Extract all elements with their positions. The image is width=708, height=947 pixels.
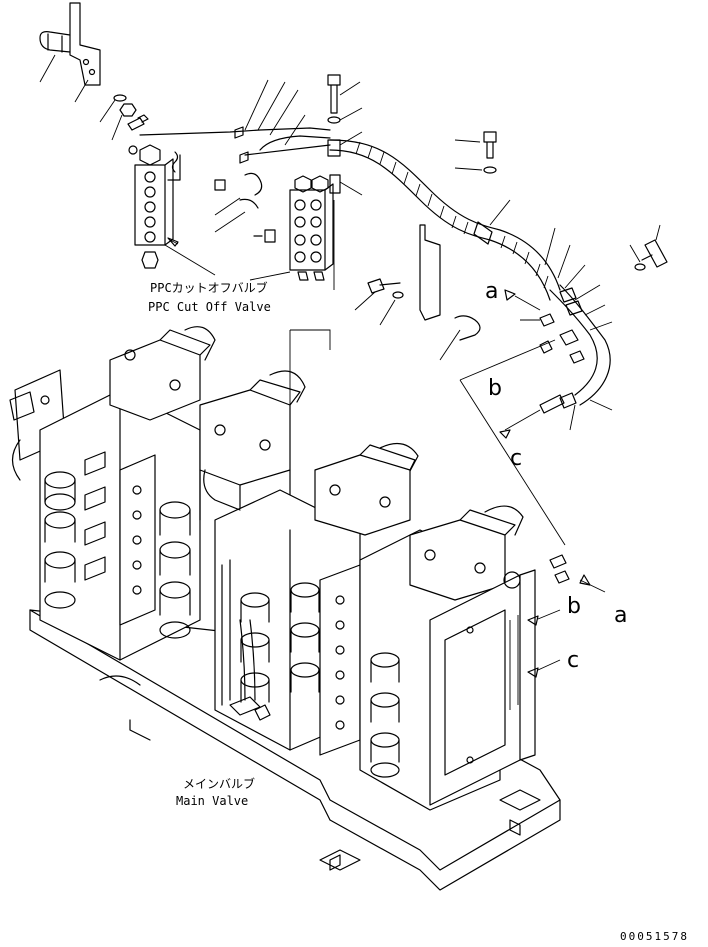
document-number: 00051578 [620,930,689,943]
hose-bundle [139,79,613,406]
ppc-cutoff-valve-left [128,144,181,269]
far-right-bolt [629,224,668,271]
main-valve-assembly [9,326,561,891]
callout-leaders-upper [459,289,566,546]
lower-callout-leaders [509,554,606,710]
ppc-to-main-leader [289,329,331,410]
right-fittings [520,313,613,431]
callout-c-upper: c [510,446,522,471]
upper-right-bolt [454,131,497,174]
callout-b-lower: b [567,594,581,619]
center-bolt-stack [327,74,363,290]
main-valve-label-en: Main Valve [176,794,248,808]
ppc-cutoff-valve-center [214,172,334,281]
callout-b-upper: b [488,376,502,401]
ppc-valve-label-en: PPC Cut Off Valve [148,300,271,314]
callout-a-upper: a [485,279,498,304]
upper-left-bracket [39,2,149,141]
ppc-label-leaders [164,237,291,281]
ppc-valve-label-jp: PPCカットオフバルブ [150,280,268,295]
callout-c-lower: c [567,648,579,673]
center-bracket [354,224,481,361]
main-valve-label-jp: メインバルブ [183,776,255,791]
callout-a-lower: a [614,603,627,628]
